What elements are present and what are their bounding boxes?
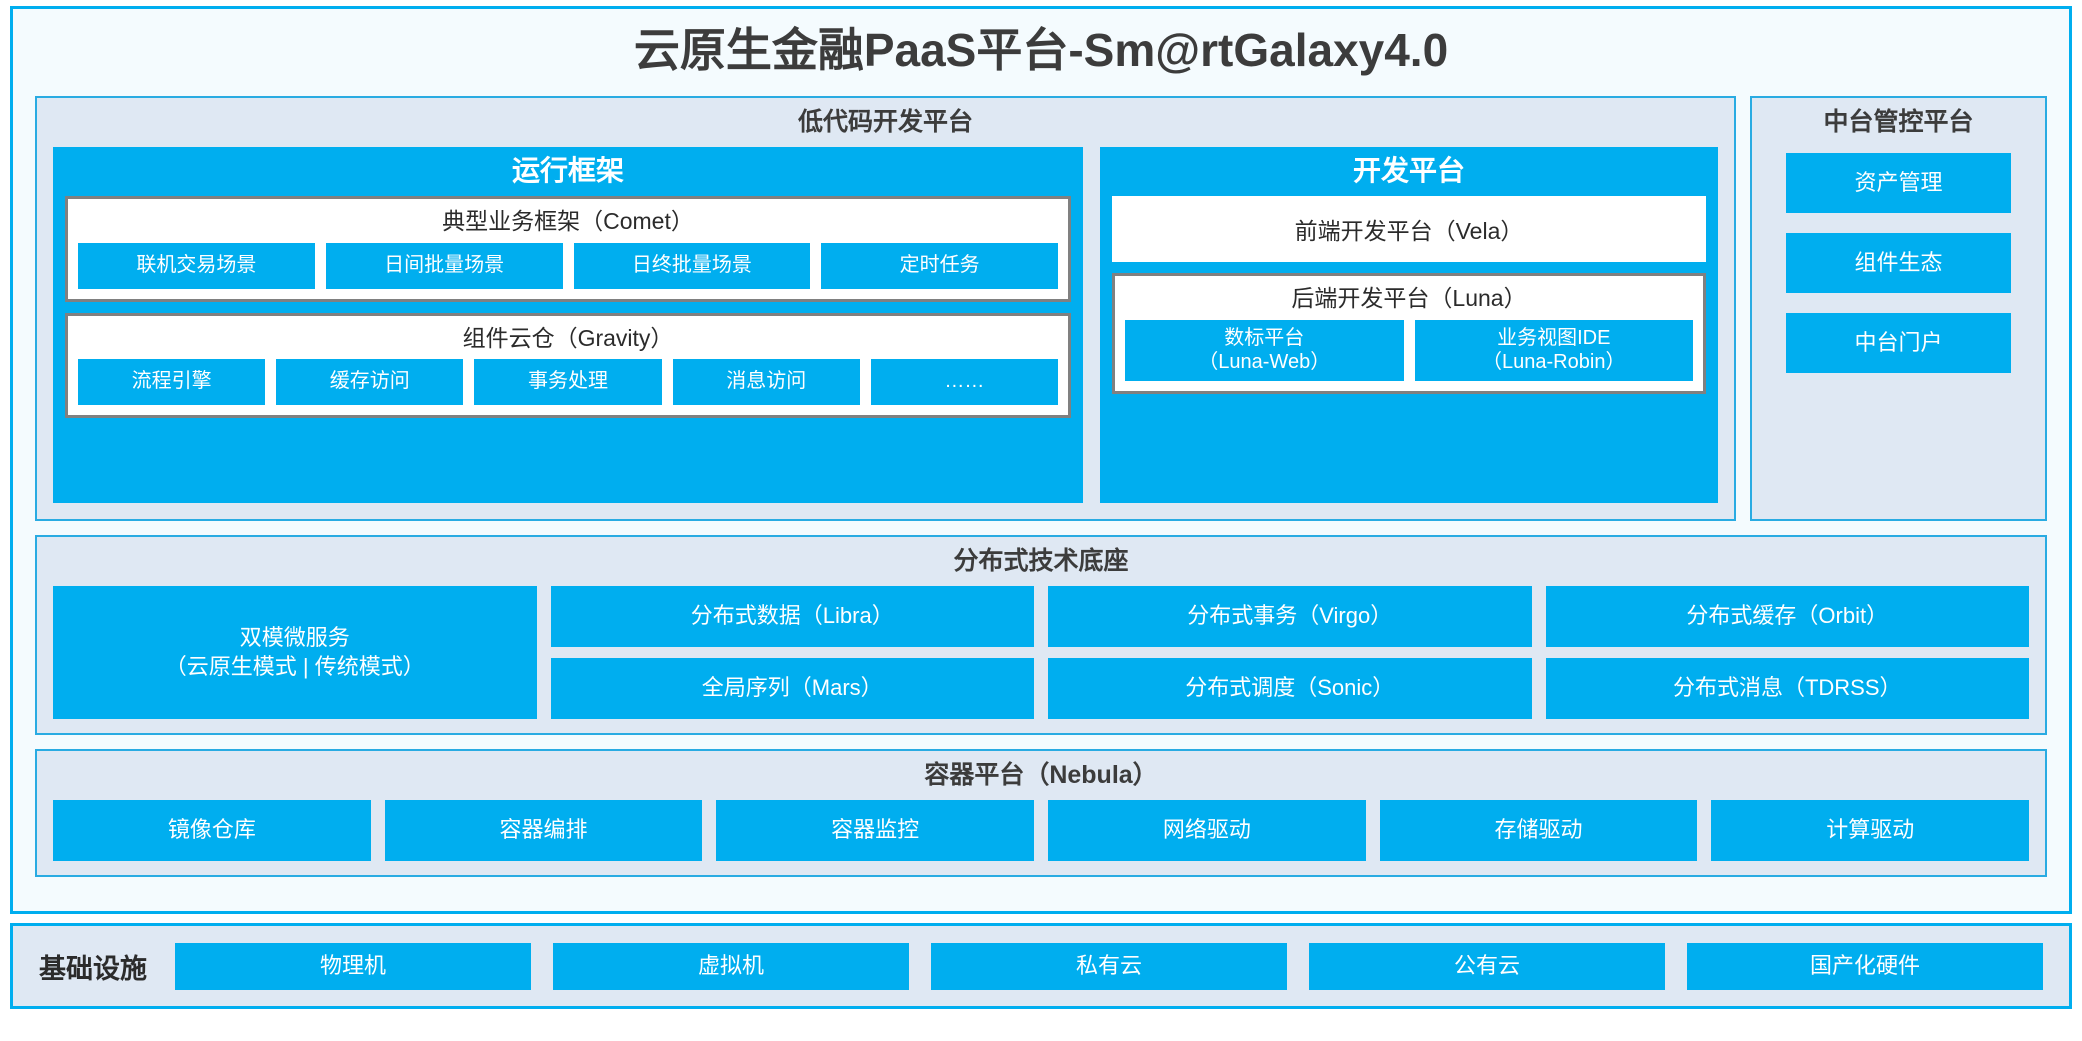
runtime-framework-group[interactable]: 运行框架 典型业务框架（Comet） 联机交易场景 日间批量场景 日终批量场景 … — [53, 146, 1083, 504]
distributed-base-title: 分布式技术底座 — [953, 547, 1129, 576]
lowcode-platform-title: 低代码开发平台 — [797, 108, 973, 137]
luna-robin-line2: （Luna-Robin） — [1482, 350, 1626, 373]
infra-item-public-cloud[interactable]: 公有云 — [1309, 942, 1665, 990]
infra-item-private-cloud[interactable]: 私有云 — [931, 942, 1287, 990]
luna-web-line1: 数标平台 — [1224, 326, 1305, 349]
distributed-base-panel[interactable]: 分布式技术底座 双模微服务 （云原生模式 | 传统模式） 分布式数据（Libra… — [35, 535, 2047, 736]
base-item-libra[interactable]: 分布式数据（Libra） — [550, 585, 1034, 647]
luna-web-line2: （Luna-Web） — [1198, 350, 1331, 373]
base-item-tdrss[interactable]: 分布式消息（TDRSS） — [1545, 657, 2029, 720]
dual-mode-microservice-line2: （云原生模式 | 传统模式） — [164, 654, 425, 680]
container-platform-title: 容器平台（Nebula） — [924, 761, 1158, 790]
development-platform-group[interactable]: 开发平台 前端开发平台（Vela） 后端开发平台（Luna） 数标平台 （Lun… — [1100, 146, 1718, 504]
infra-item-domestic-hardware[interactable]: 国产化硬件 — [1687, 942, 2043, 990]
distributed-base-column-2: 分布式事务（Virgo） 分布式调度（Sonic） — [1048, 585, 1532, 720]
luna-item-luna-web[interactable]: 数标平台 （Luna-Web） — [1125, 319, 1404, 382]
container-item-orchestration[interactable]: 容器编排 — [384, 799, 703, 862]
frontend-dev-platform-box[interactable]: 前端开发平台（Vela） — [1112, 196, 1706, 263]
comet-box: 典型业务框架（Comet） 联机交易场景 日间批量场景 日终批量场景 定时任务 — [65, 196, 1071, 302]
platform-main-card: 云原生金融PaaS平台-Sm@rtGalaxy4.0 低代码开发平台 运行框架 … — [10, 6, 2072, 914]
dual-mode-microservice-chip[interactable]: 双模微服务 （云原生模式 | 传统模式） — [53, 585, 537, 720]
container-item-storage-driver[interactable]: 存储驱动 — [1379, 799, 1698, 862]
infrastructure-card: 基础设施 物理机 虚拟机 私有云 公有云 国产化硬件 — [10, 923, 2072, 1009]
runtime-framework-title: 运行框架 — [511, 154, 624, 186]
midoffice-control-panel[interactable]: 中台管控平台 资产管理 组件生态 中台门户 — [1750, 96, 2047, 522]
midoffice-item-asset-management[interactable]: 资产管理 — [1786, 152, 2011, 213]
midoffice-control-title: 中台管控平台 — [1823, 108, 1974, 137]
comet-title: 典型业务框架（Comet） — [442, 208, 694, 235]
lowcode-platform-body: 运行框架 典型业务框架（Comet） 联机交易场景 日间批量场景 日终批量场景 … — [37, 146, 1734, 520]
distributed-base-body: 双模微服务 （云原生模式 | 传统模式） 分布式数据（Libra） 全局序列（M… — [37, 585, 2045, 734]
container-platform-body: 镜像仓库 容器编排 容器监控 网络驱动 存储驱动 计算驱动 — [37, 799, 2045, 876]
comet-item-intraday-batch[interactable]: 日间批量场景 — [325, 242, 563, 289]
development-platform-title: 开发平台 — [1352, 154, 1465, 186]
gravity-title: 组件云仓（Gravity） — [462, 324, 674, 351]
distributed-base-column-3: 分布式缓存（Orbit） 分布式消息（TDRSS） — [1545, 585, 2029, 720]
backend-dev-platform-box: 后端开发平台（Luna） 数标平台 （Luna-Web） 业务视图IDE （Lu… — [1112, 273, 1706, 395]
base-item-sonic[interactable]: 分布式调度（Sonic） — [1048, 657, 1532, 720]
page-title: 云原生金融PaaS平台-Sm@rtGalaxy4.0 — [633, 24, 1449, 76]
gravity-box: 组件云仓（Gravity） 流程引擎 缓存访问 事务处理 消息访问 …… — [65, 312, 1071, 418]
luna-chip-row: 数标平台 （Luna-Web） 业务视图IDE （Luna-Robin） — [1125, 319, 1693, 382]
top-row: 低代码开发平台 运行框架 典型业务框架（Comet） 联机交易场景 日间批量场景… — [35, 96, 2047, 522]
comet-item-online-transaction[interactable]: 联机交易场景 — [78, 242, 315, 289]
infrastructure-label: 基础设施 — [39, 953, 147, 984]
container-item-image-registry[interactable]: 镜像仓库 — [53, 799, 371, 862]
dual-mode-microservice-line1: 双模微服务 — [239, 625, 350, 651]
midoffice-item-component-ecosystem[interactable]: 组件生态 — [1786, 232, 2011, 294]
infra-item-physical-machine[interactable]: 物理机 — [175, 942, 531, 990]
gravity-item-process-engine[interactable]: 流程引擎 — [78, 358, 266, 405]
comet-item-eod-batch[interactable]: 日终批量场景 — [573, 242, 811, 289]
container-platform-panel[interactable]: 容器平台（Nebula） 镜像仓库 容器编排 容器监控 网络驱动 存储驱动 计算… — [35, 749, 2047, 878]
midoffice-item-list: 资产管理 组件生态 中台门户 — [1752, 147, 2045, 506]
distributed-base-column-1: 分布式数据（Libra） 全局序列（Mars） — [550, 585, 1034, 720]
container-item-compute-driver[interactable]: 计算驱动 — [1711, 799, 2030, 862]
infrastructure-item-list: 物理机 虚拟机 私有云 公有云 国产化硬件 — [175, 942, 2043, 990]
lowcode-platform-panel[interactable]: 低代码开发平台 运行框架 典型业务框架（Comet） 联机交易场景 日间批量场景… — [35, 96, 1736, 522]
comet-item-scheduled-task[interactable]: 定时任务 — [821, 242, 1058, 289]
gravity-item-message-access[interactable]: 消息访问 — [672, 358, 860, 405]
gravity-item-more[interactable]: …… — [870, 358, 1059, 405]
gravity-item-cache-access[interactable]: 缓存访问 — [276, 358, 464, 405]
gravity-item-transaction-processing[interactable]: 事务处理 — [474, 358, 662, 405]
luna-item-luna-robin[interactable]: 业务视图IDE （Luna-Robin） — [1414, 319, 1693, 382]
container-item-network-driver[interactable]: 网络驱动 — [1048, 799, 1366, 862]
base-item-orbit[interactable]: 分布式缓存（Orbit） — [1545, 585, 2029, 647]
base-item-mars[interactable]: 全局序列（Mars） — [550, 657, 1034, 720]
base-item-virgo[interactable]: 分布式事务（Virgo） — [1048, 585, 1532, 647]
infra-item-virtual-machine[interactable]: 虚拟机 — [553, 942, 909, 990]
comet-chip-row: 联机交易场景 日间批量场景 日终批量场景 定时任务 — [78, 242, 1058, 289]
luna-robin-line1: 业务视图IDE — [1497, 326, 1611, 349]
backend-dev-platform-title: 后端开发平台（Luna） — [1291, 285, 1527, 312]
gravity-chip-row: 流程引擎 缓存访问 事务处理 消息访问 …… — [78, 358, 1059, 405]
midoffice-item-portal[interactable]: 中台门户 — [1786, 313, 2011, 374]
container-item-monitoring[interactable]: 容器监控 — [716, 799, 1035, 862]
